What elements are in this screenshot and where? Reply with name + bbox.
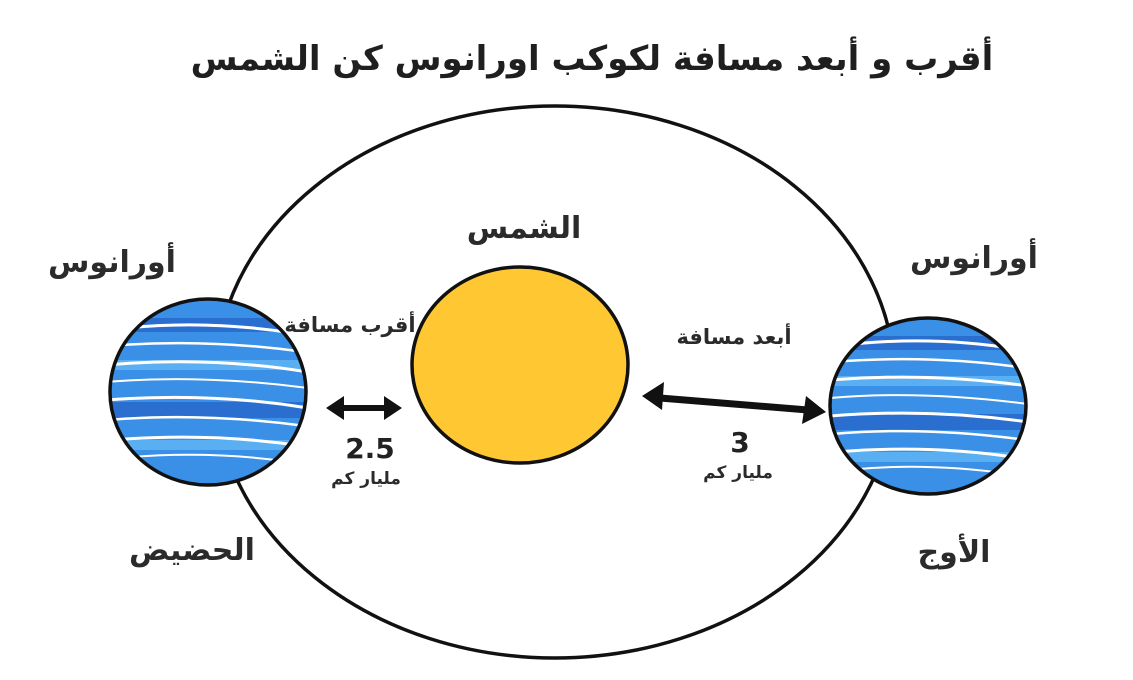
far-distance-label: أبعد مسافة: [676, 322, 791, 349]
sun: [410, 265, 630, 465]
aphelion-label: الأوج: [918, 533, 991, 570]
planet-uranus-aphelion: [828, 316, 1028, 496]
near-distance-arrow: [326, 396, 402, 420]
near-distance-value: 2.5: [345, 432, 395, 465]
planet-right-name: أورانوس: [910, 238, 1038, 276]
sun-label: الشمس: [467, 211, 582, 246]
sun-disc: [410, 265, 630, 465]
near-distance-unit: مليار كم: [331, 469, 401, 489]
planet-uranus-perihelion: [108, 297, 308, 487]
near-distance-label: أقرب مسافة: [284, 310, 415, 337]
far-distance-arrow: [642, 382, 826, 424]
planet-left-name: أورانوس: [48, 242, 176, 280]
far-distance-value: 3: [730, 426, 749, 459]
planet-left-stripes: [110, 318, 306, 463]
perihelion-label: الحضيض: [129, 533, 255, 568]
diagram-title: أقرب و أبعد مسافة لكوكب اورانوس كن الشمس: [191, 36, 994, 79]
far-distance-unit: مليار كم: [703, 463, 773, 483]
